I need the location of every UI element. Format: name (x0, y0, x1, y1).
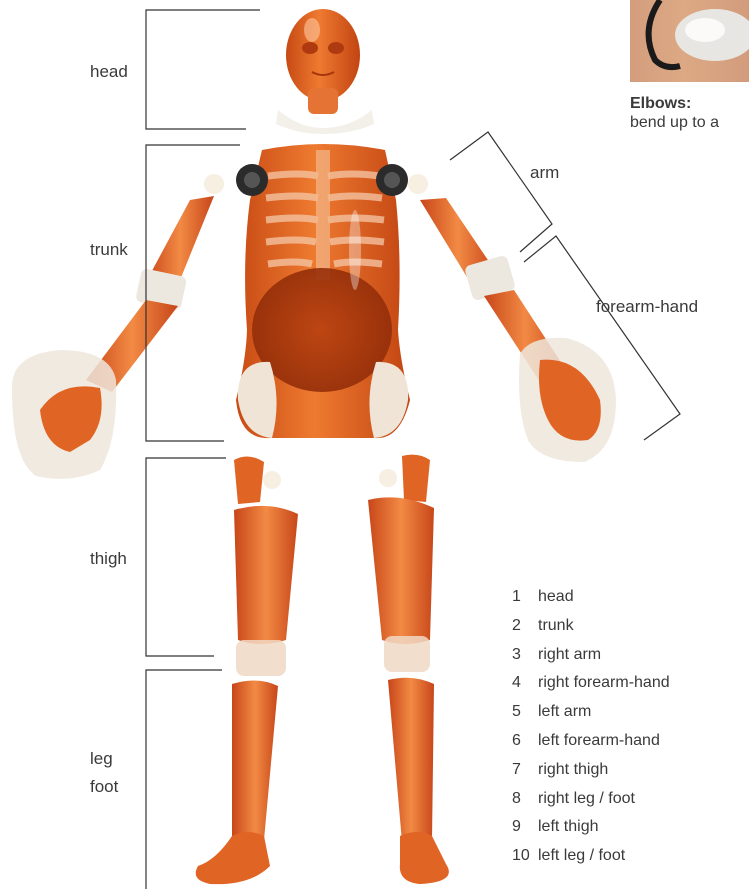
right-leg-foot-part (196, 680, 278, 884)
trunk-part (236, 144, 410, 438)
elbows-description: bend up to a (630, 114, 719, 132)
head-part (276, 9, 374, 134)
label-leg: leg (90, 745, 118, 773)
label-trunk: trunk (90, 240, 128, 260)
left-leg-foot-part (388, 678, 449, 884)
right-thigh-part (234, 456, 298, 644)
label-arm: arm (530, 163, 559, 183)
leg-foot-bracket (146, 670, 222, 889)
head-bracket (146, 10, 260, 129)
right-arm-part (135, 174, 224, 311)
label-head: head (90, 62, 128, 82)
left-arm-part (408, 174, 516, 301)
label-leg-foot: leg foot (90, 745, 118, 801)
thigh-bracket (146, 458, 226, 656)
elbows-title: Elbows: (630, 95, 691, 113)
label-forearm-hand: forearm-hand (596, 297, 698, 317)
left-thigh-part (368, 455, 434, 644)
elbow-joint-photo (630, 0, 749, 82)
label-foot: foot (90, 773, 118, 801)
label-thigh: thigh (90, 549, 127, 569)
right-forearm-hand-part (12, 300, 178, 479)
